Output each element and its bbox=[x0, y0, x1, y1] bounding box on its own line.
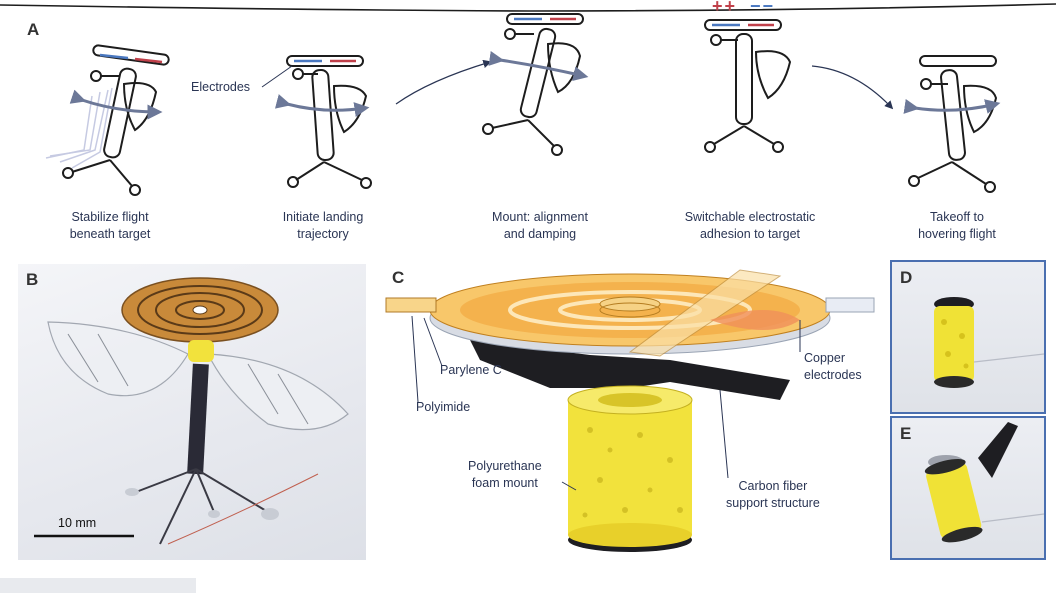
label-line: support structure bbox=[726, 496, 820, 510]
robot-photo-drawing bbox=[34, 277, 349, 545]
robot-1 bbox=[62, 44, 170, 196]
label-line: Copper bbox=[804, 351, 845, 365]
electrodes-label: Electrodes bbox=[191, 80, 251, 94]
step-caption-mount: Mount: alignment and damping bbox=[470, 209, 610, 243]
foam-peel-photo-drawing bbox=[924, 422, 1044, 543]
label-line: Polyurethane bbox=[468, 459, 542, 473]
flow-arrow-1 bbox=[395, 59, 492, 105]
foam-mount-photo-drawing bbox=[934, 297, 1044, 388]
step-caption-line: Mount: alignment bbox=[492, 210, 588, 224]
panel-d-photo: D bbox=[890, 260, 1046, 414]
step-caption-line: Initiate landing bbox=[282, 210, 364, 224]
step-caption-line: adhesion to target bbox=[699, 227, 801, 241]
panel-c-drawing bbox=[385, 269, 875, 552]
label-line: Carbon fiber bbox=[738, 479, 808, 493]
robot-2 bbox=[274, 55, 372, 189]
polyimide-label: Polyimide bbox=[416, 400, 471, 414]
foam-mount-label: Polyurethane foam mount bbox=[468, 458, 542, 492]
step-caption-takeoff: Takeoff to hovering flight bbox=[887, 209, 1027, 243]
robot-5 bbox=[903, 55, 1001, 193]
step-caption-adhesion: Switchable electrostatic adhesion to tar… bbox=[660, 209, 840, 243]
scale-bar-label: 10 mm bbox=[58, 516, 97, 530]
step-caption-line: hovering flight bbox=[918, 227, 996, 241]
step-caption-stabilize: Stabilize flight beneath target bbox=[40, 209, 180, 243]
panel-b-photo: B 10 mm bbox=[18, 264, 366, 560]
carbon-fiber-label: Carbon fiber support structure bbox=[726, 478, 820, 512]
panel-c: C Parylene C Polyimide Copper electrodes… bbox=[380, 260, 880, 560]
panel-e-photo: E bbox=[890, 416, 1046, 560]
panel-letter-b: B bbox=[26, 270, 39, 289]
step-caption-line: beneath target bbox=[69, 227, 151, 241]
step-caption-line: Switchable electrostatic bbox=[684, 210, 816, 224]
parylene-label: Parylene C bbox=[440, 363, 502, 377]
charge-plus-label: ++ bbox=[712, 0, 738, 16]
robot-3 bbox=[482, 13, 589, 156]
robot-4 bbox=[704, 19, 792, 153]
panel-letter-c: C bbox=[392, 268, 405, 287]
step-caption-line: and damping bbox=[503, 227, 577, 241]
flow-arrow-2 bbox=[811, 65, 894, 110]
electrodes-pointer bbox=[261, 65, 293, 88]
charge-minus-label: −− bbox=[750, 0, 776, 16]
step-caption-line: Stabilize flight bbox=[71, 210, 149, 224]
target-surface-line bbox=[0, 3, 1056, 12]
panel-a-drawing bbox=[0, 3, 1056, 196]
panel-letter-d: D bbox=[900, 268, 913, 287]
panel-letter-e: E bbox=[900, 424, 912, 443]
label-line: foam mount bbox=[471, 476, 538, 490]
step-caption-line: Takeoff to bbox=[930, 210, 984, 224]
bottom-left-strip bbox=[0, 578, 196, 593]
step-caption-initiate: Initiate landing trajectory bbox=[253, 209, 393, 243]
copper-electrodes-label: Copper electrodes bbox=[804, 350, 862, 384]
panel-letter-a: A bbox=[27, 20, 40, 39]
label-line: electrodes bbox=[804, 368, 862, 382]
step-caption-line: trajectory bbox=[297, 227, 349, 241]
robot-1-ghost-trail bbox=[45, 87, 113, 169]
